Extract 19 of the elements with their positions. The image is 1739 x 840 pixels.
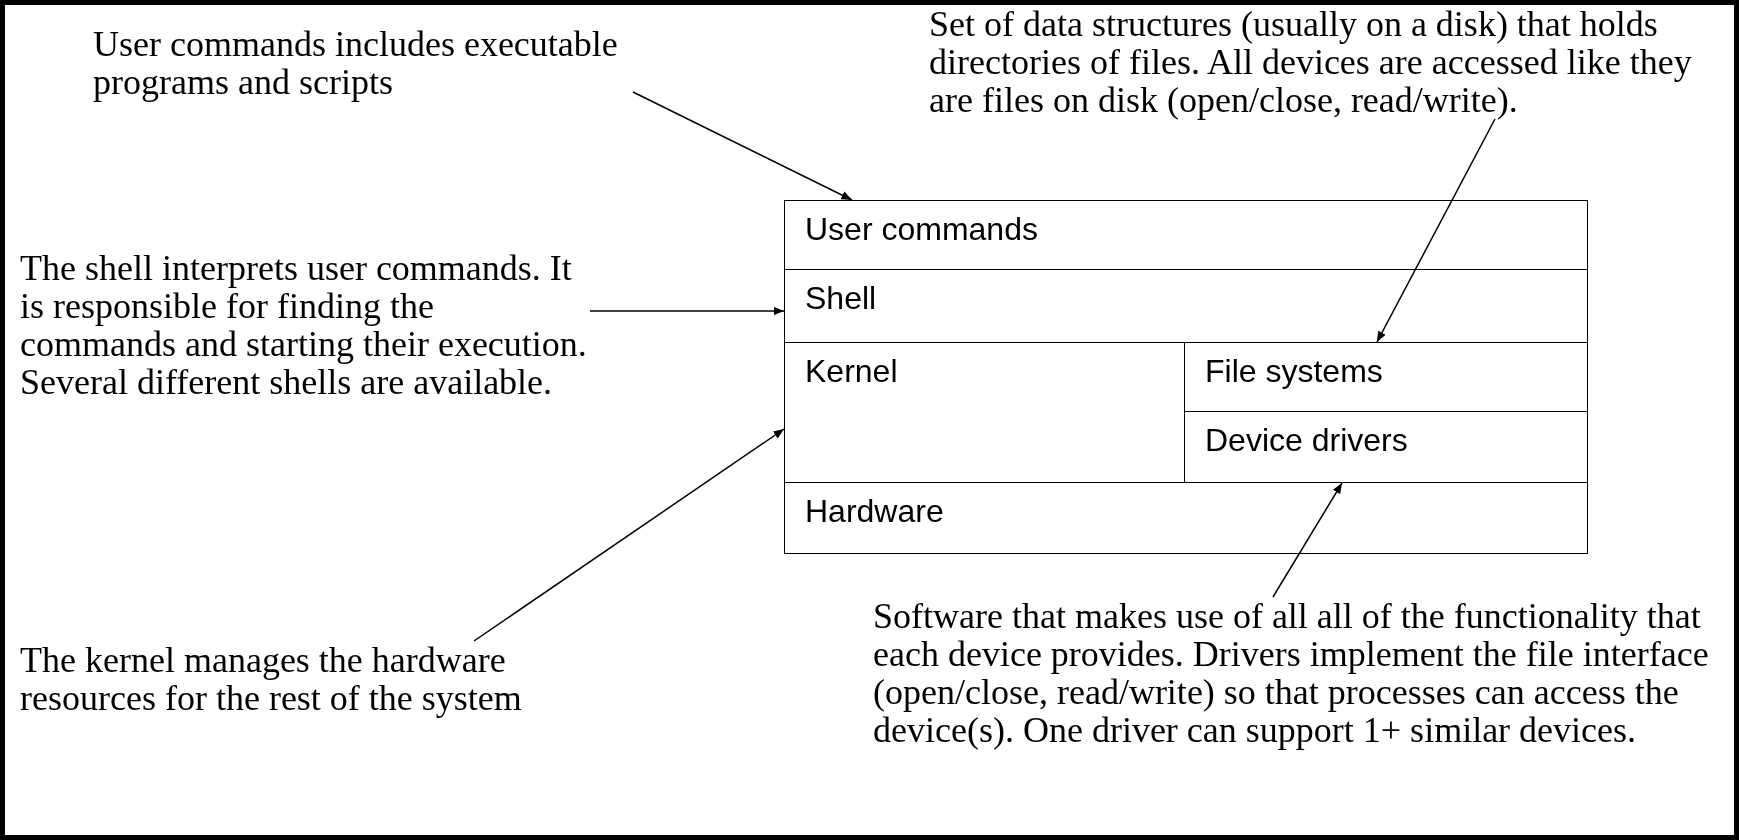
layer-label: Device drivers (1205, 422, 1408, 459)
layer-label: Kernel (805, 353, 898, 390)
layer-box (784, 200, 1588, 270)
layer-box (784, 269, 1588, 343)
leader-arrow (632, 91, 853, 201)
leader-arrow (589, 306, 785, 316)
leader-arrow (1272, 482, 1343, 598)
annotation-text: The shell interprets user commands. It is responsible for finding the commands and starting their execution. Several different shells are available. (20, 249, 588, 401)
layer-label: File systems (1205, 353, 1383, 390)
annotation-text: Set of data structures (usually on a disk) that holds directories of files. All devices are accessed like they are files on disk (open/close, read/write). (929, 5, 1693, 119)
layer-label: Hardware (805, 493, 944, 530)
layer-label: Shell (805, 280, 877, 317)
leader-arrow (1376, 118, 1496, 343)
annotation-text: Software that makes use of all all of the functionality that each device provides. Drivers implement the file interface (open/close, read/write) so that processes can access the device(s). One driver can support 1+ similar devices. (873, 597, 1710, 749)
leader-arrow (473, 428, 785, 642)
annotation-text: User commands includes executable programs and scripts (93, 25, 619, 101)
layer-label: User commands (805, 211, 1038, 248)
layer-box (784, 482, 1588, 554)
annotation-text: The kernel manages the hardware resources for the rest of the system (20, 641, 523, 717)
